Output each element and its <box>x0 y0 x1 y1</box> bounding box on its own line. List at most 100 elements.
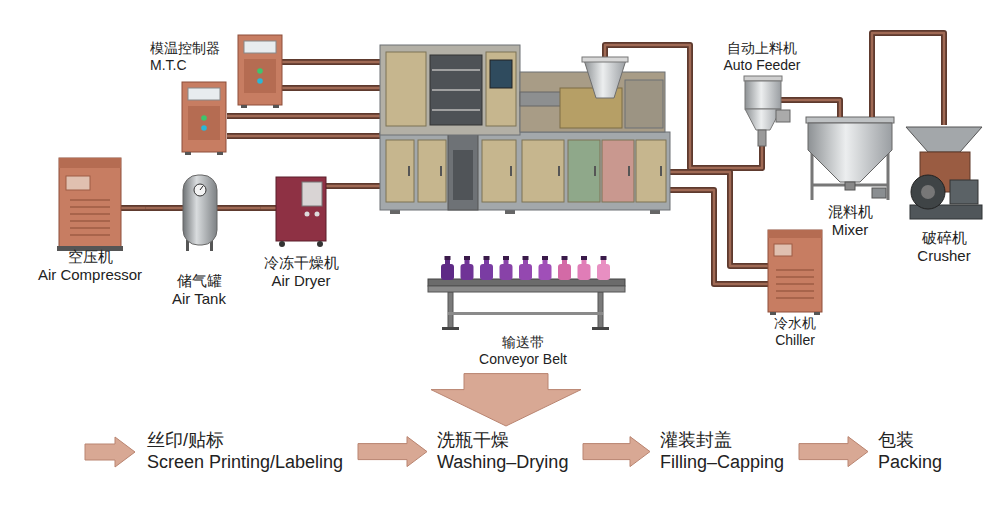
english-label: Mixer <box>804 221 896 239</box>
clamp-window <box>430 55 482 125</box>
door-handle <box>660 166 662 176</box>
chinese-label: 冷冻干燥机 <box>261 254 342 272</box>
chinese-label: 储气罐 <box>169 272 229 290</box>
english-label: Chiller <box>767 332 823 349</box>
chinese-label: 包装 <box>878 430 949 452</box>
pipe-inner <box>279 61 382 63</box>
bottle <box>558 264 571 280</box>
equipment-unit: 自动上料机Auto Feeder <box>720 40 804 146</box>
bottle <box>441 264 454 280</box>
picture-space <box>169 172 229 272</box>
equipment-unit: 冷水机Chiller <box>767 230 823 349</box>
caster-wheel <box>317 241 323 247</box>
block-arrow <box>583 437 650 467</box>
chinese-label: 混料机 <box>804 203 896 221</box>
compressor-cabinet <box>59 158 121 248</box>
english-label: Air Compressor <box>35 266 146 284</box>
english-label: Screen Printing/Labeling <box>147 452 350 474</box>
pipe-inner <box>665 190 770 284</box>
door-handle <box>440 166 442 176</box>
pipe-connector <box>229 208 261 209</box>
motor-housing <box>625 80 663 128</box>
english-label: Crusher <box>904 247 984 265</box>
indicator-light <box>257 78 263 84</box>
controller-cabinet <box>182 82 226 152</box>
bottle-cap <box>601 256 607 260</box>
cabinet-foot <box>273 105 279 108</box>
pipe-inner <box>781 99 806 101</box>
cabinet-door <box>568 140 600 202</box>
pipe-outer <box>804 100 840 117</box>
hopper-rim <box>582 57 628 62</box>
vent-line <box>776 290 814 292</box>
feeder-motor <box>776 110 790 122</box>
pipe-connector <box>804 100 840 117</box>
dryer-panel <box>302 182 322 206</box>
cabinet-door <box>418 140 446 202</box>
controller-panel <box>244 59 276 93</box>
cabinet-door <box>602 140 634 202</box>
vent-line <box>70 234 110 236</box>
bottle-cap <box>464 256 470 260</box>
pipe-outer <box>229 205 261 211</box>
chinese-label: 灌装封盖 <box>660 430 791 452</box>
machine-base <box>380 132 670 210</box>
door-handle <box>510 166 512 176</box>
picture-space <box>720 74 804 146</box>
picture-space <box>904 125 984 229</box>
bottle <box>539 264 552 280</box>
pipe-inner <box>325 185 382 187</box>
vent-line <box>70 220 110 222</box>
bottle <box>578 264 591 280</box>
door-handle <box>558 166 560 176</box>
vent-line <box>776 276 814 278</box>
barrel <box>520 92 564 106</box>
bottle-cap <box>445 256 451 260</box>
chinese-label: 空压机 <box>35 248 146 266</box>
chinese-label: 自动上料机 <box>720 40 804 57</box>
flywheel <box>911 175 945 209</box>
mixer-motor <box>872 188 886 198</box>
cabinet-door <box>522 140 564 202</box>
pipe-inner <box>227 135 382 137</box>
feeder-nozzle <box>758 130 766 146</box>
equipment-unit: 储气罐Air Tank <box>169 172 229 308</box>
bottle <box>461 264 474 280</box>
bottle <box>597 264 610 280</box>
pipe-outer <box>872 33 944 125</box>
indicator-light <box>201 115 207 121</box>
door-handle <box>408 166 410 176</box>
controller-label: 模温控制器M.T.C <box>150 40 226 74</box>
chinese-label: 丝印/贴标 <box>147 430 350 452</box>
feeder-body <box>745 81 781 109</box>
dryer-knob <box>315 212 320 217</box>
pipe-outer <box>325 183 382 189</box>
bottle <box>480 264 493 280</box>
tie-bar <box>432 89 480 91</box>
mixer-hopper <box>808 123 892 182</box>
mixer-outlet <box>845 182 855 190</box>
crusher-funnel <box>906 127 982 152</box>
vent-line <box>70 213 110 215</box>
equipment-unit: 空压机Air Compressor <box>35 158 146 284</box>
bottle-cap <box>562 256 568 260</box>
caster-wheel <box>279 241 285 247</box>
equipment-unit: 混料机Mixer <box>804 117 896 239</box>
bottle-cap <box>542 256 548 260</box>
pipe-inner <box>665 172 770 266</box>
equipment-unit: 冷冻干燥机Air Dryer <box>261 176 342 290</box>
compressor-panel <box>66 176 90 190</box>
pipe-outer <box>279 85 382 91</box>
picture-space <box>804 117 896 203</box>
flow-arrow <box>583 437 650 467</box>
pipe-outer <box>227 133 382 139</box>
process-step: 丝印/贴标Screen Printing/Labeling <box>147 430 350 473</box>
indicator-light <box>257 68 263 74</box>
bottle <box>500 264 513 280</box>
material-hopper <box>584 60 626 98</box>
chinese-label: 洗瓶干燥 <box>437 430 575 452</box>
english-label: Filling–Capping <box>660 452 791 474</box>
picture-space <box>767 230 823 315</box>
cabinet-door <box>386 140 414 202</box>
